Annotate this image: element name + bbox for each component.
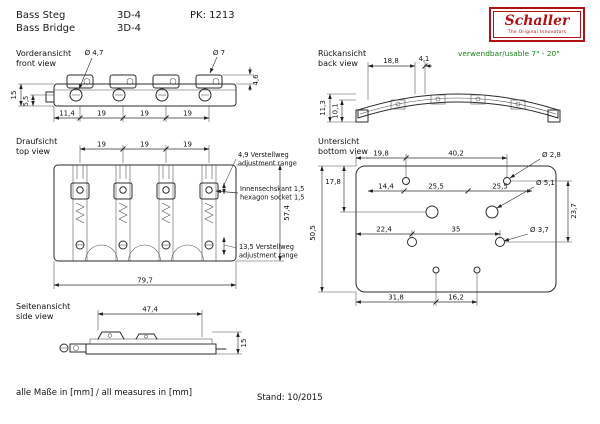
dim-front-dia7: Ø 7 bbox=[213, 49, 225, 57]
dim-top-574: 57,4 bbox=[283, 205, 291, 221]
dim-bottom-318: 31,8 bbox=[388, 294, 404, 302]
back-view-label-de: Rückansicht bbox=[318, 49, 367, 58]
front-dimensions: Ø 4,7 Ø 7 15 5,5 4,6 11,4 19 19 19 bbox=[10, 49, 260, 122]
model-number: 3D-4 3D-4 bbox=[117, 9, 141, 35]
dim-back-41: 4,1 bbox=[419, 55, 430, 63]
annotation-hex-socket-de: Innensechskant 1,5 bbox=[240, 185, 304, 193]
annotation-adjustment-135-de: 13,5 Verstellweg bbox=[239, 243, 294, 251]
back-arch bbox=[355, 93, 561, 123]
dim-bottom-162: 16,2 bbox=[448, 294, 464, 302]
top-dimensions: 19 19 19 4,9 Verstellweg adjustment rang… bbox=[53, 141, 304, 289]
model-number-en: 3D-4 bbox=[117, 23, 142, 35]
front-view-drawing: Ø 4,7 Ø 7 15 5,5 4,6 11,4 19 19 19 bbox=[10, 49, 260, 122]
top-view-label-de: Draufsicht bbox=[16, 137, 58, 146]
bottom-view-label-de: Untersicht bbox=[318, 137, 360, 146]
dim-bottom-237: 23,7 bbox=[570, 203, 578, 219]
bottom-dimensions: 19,8 40,2 Ø 2,8 14,4 25,5 25,5 Ø 5,1 17,… bbox=[309, 150, 578, 306]
dim-bottom-224: 22,4 bbox=[376, 226, 392, 234]
annotation-adjustment-135-en: adjustment range bbox=[239, 252, 298, 260]
dim-side-15: 15 bbox=[240, 339, 248, 348]
front-saddles bbox=[66, 74, 223, 102]
dim-top-19c: 19 bbox=[183, 141, 192, 149]
dim-front-46: 4,6 bbox=[252, 74, 260, 86]
dim-bottom-35: 35 bbox=[452, 226, 461, 234]
logo-wordmark: Schaller bbox=[504, 13, 570, 30]
dim-top-797: 79,7 bbox=[137, 277, 153, 285]
dim-front-dia47: Ø 4,7 bbox=[85, 49, 104, 57]
dim-front-19c: 19 bbox=[183, 110, 192, 118]
dim-bottom-255b: 25,5 bbox=[492, 183, 508, 191]
usable-range-note: verwendbar/usable 7" - 20" bbox=[458, 49, 560, 58]
product-name: Bass Steg Bass Bridge bbox=[16, 9, 75, 35]
dim-back-188: 18,8 bbox=[383, 57, 399, 65]
annotation-hex-socket-en: hexagon socket 1,5 bbox=[240, 194, 304, 202]
side-view-drawing: 47,4 15 bbox=[59, 306, 248, 355]
revision-date: Stand: 10/2015 bbox=[257, 393, 323, 403]
bottom-plate bbox=[355, 165, 557, 293]
dim-front-114: 11,4 bbox=[59, 110, 75, 118]
top-view-drawing: 19 19 19 4,9 Verstellweg adjustment rang… bbox=[53, 141, 304, 289]
bottom-view-drawing: 19,8 40,2 Ø 2,8 14,4 25,5 25,5 Ø 5,1 17,… bbox=[309, 150, 578, 306]
front-view-label-de: Vorderansicht bbox=[16, 49, 72, 58]
top-plate bbox=[53, 164, 237, 262]
product-name-en: Bass Bridge bbox=[16, 23, 76, 35]
back-dimensions: 18,8 4,1 verwendbar/usable 7" - 20" 11,3… bbox=[319, 49, 560, 123]
top-view-label: Draufsicht top view bbox=[16, 137, 57, 158]
dim-front-55: 5,5 bbox=[22, 96, 30, 107]
side-view-label: Seitenansicht side view bbox=[16, 302, 70, 323]
schaller-logo-frame: Schaller The Original Innovators bbox=[493, 11, 581, 38]
front-view-label-en: front view bbox=[16, 59, 56, 69]
pk-number: PK: 1213 bbox=[190, 10, 235, 21]
model-number-de: 3D-4 bbox=[117, 10, 142, 21]
dim-bottom-144: 14,4 bbox=[378, 183, 394, 191]
dim-top-19b: 19 bbox=[140, 141, 149, 149]
annotation-adjustment-49-de: 4,9 Verstellweg bbox=[238, 151, 289, 159]
dim-back-113: 11,3 bbox=[319, 100, 327, 116]
product-name-de: Bass Steg bbox=[16, 10, 66, 21]
dim-front-19b: 19 bbox=[140, 110, 149, 118]
dim-side-474: 47,4 bbox=[142, 306, 158, 314]
bottom-view-label-en: bottom view bbox=[318, 147, 368, 157]
measures-note: alle Maße in [mm] / all measures in [mm] bbox=[16, 388, 193, 398]
dim-bottom-178: 17,8 bbox=[325, 178, 341, 186]
dim-back-101: 10,1 bbox=[332, 103, 340, 119]
top-view-label-en: top view bbox=[16, 147, 51, 157]
side-profile bbox=[59, 331, 227, 355]
dim-top-19a: 19 bbox=[97, 141, 106, 149]
dim-bottom-dia37: Ø 3,7 bbox=[530, 226, 549, 234]
annotation-adjustment-49-en: adjustment range bbox=[238, 160, 297, 168]
dim-bottom-255a: 25,5 bbox=[428, 183, 444, 191]
back-view-label: Rückansicht back view bbox=[318, 49, 366, 70]
front-view-label: Vorderansicht front view bbox=[16, 49, 71, 70]
back-view-label-en: back view bbox=[318, 59, 358, 69]
back-view-drawing: 18,8 4,1 verwendbar/usable 7" - 20" 11,3… bbox=[319, 49, 561, 123]
side-view-label-de: Seitenansicht bbox=[16, 302, 71, 311]
dim-bottom-dia51: Ø 5,1 bbox=[536, 179, 555, 187]
bottom-view-label: Untersicht bottom view bbox=[318, 137, 368, 158]
logo-tagline: The Original Innovators bbox=[507, 29, 567, 35]
dim-bottom-dia28: Ø 2,8 bbox=[542, 151, 561, 159]
schaller-logo: Schaller The Original Innovators bbox=[489, 7, 585, 42]
side-view-label-en: side view bbox=[16, 312, 54, 322]
side-dimensions: 47,4 15 bbox=[97, 306, 248, 355]
dim-bottom-402: 40,2 bbox=[448, 150, 464, 158]
top-string-channels bbox=[70, 165, 219, 261]
dim-bottom-198: 19,8 bbox=[373, 150, 389, 158]
dim-front-19a: 19 bbox=[97, 110, 106, 118]
dim-bottom-505: 50,5 bbox=[309, 225, 317, 241]
dim-front-15: 15 bbox=[10, 91, 18, 100]
